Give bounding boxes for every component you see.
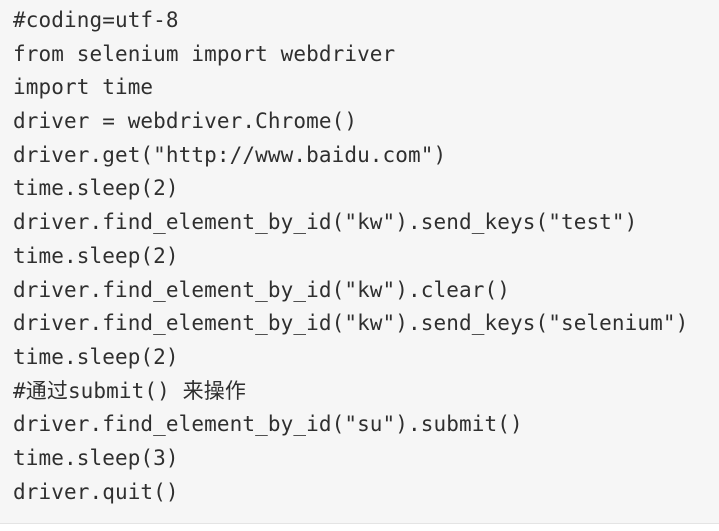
code-line-2: from selenium import webdriver (13, 41, 396, 66)
code-line-13: driver.find_element_by_id("su").submit() (13, 412, 523, 437)
code-line-7: driver.find_element_by_id("kw").send_key… (13, 210, 638, 235)
code-line-15: driver.quit() (13, 479, 179, 504)
code-line-1: #coding=utf-8 (13, 8, 179, 32)
code-line-3: import time (13, 75, 154, 100)
code-line-11: time.sleep(2) (13, 344, 179, 369)
code-line-10: driver.find_element_by_id("kw").send_key… (13, 311, 689, 336)
code-line-4: driver = webdriver.Chrome() (13, 109, 358, 134)
code-line-12: #通过submit() 来操作 (13, 378, 246, 403)
code-line-5: driver.get("http://www.baidu.com") (13, 142, 447, 167)
code-line-9: driver.find_element_by_id("kw").clear() (13, 277, 510, 302)
code-lines: #coding=utf-8 from selenium import webdr… (13, 4, 688, 509)
code-line-8: time.sleep(2) (13, 243, 179, 268)
code-line-14: time.sleep(3) (13, 445, 179, 470)
code-line-6: time.sleep(2) (13, 176, 179, 201)
